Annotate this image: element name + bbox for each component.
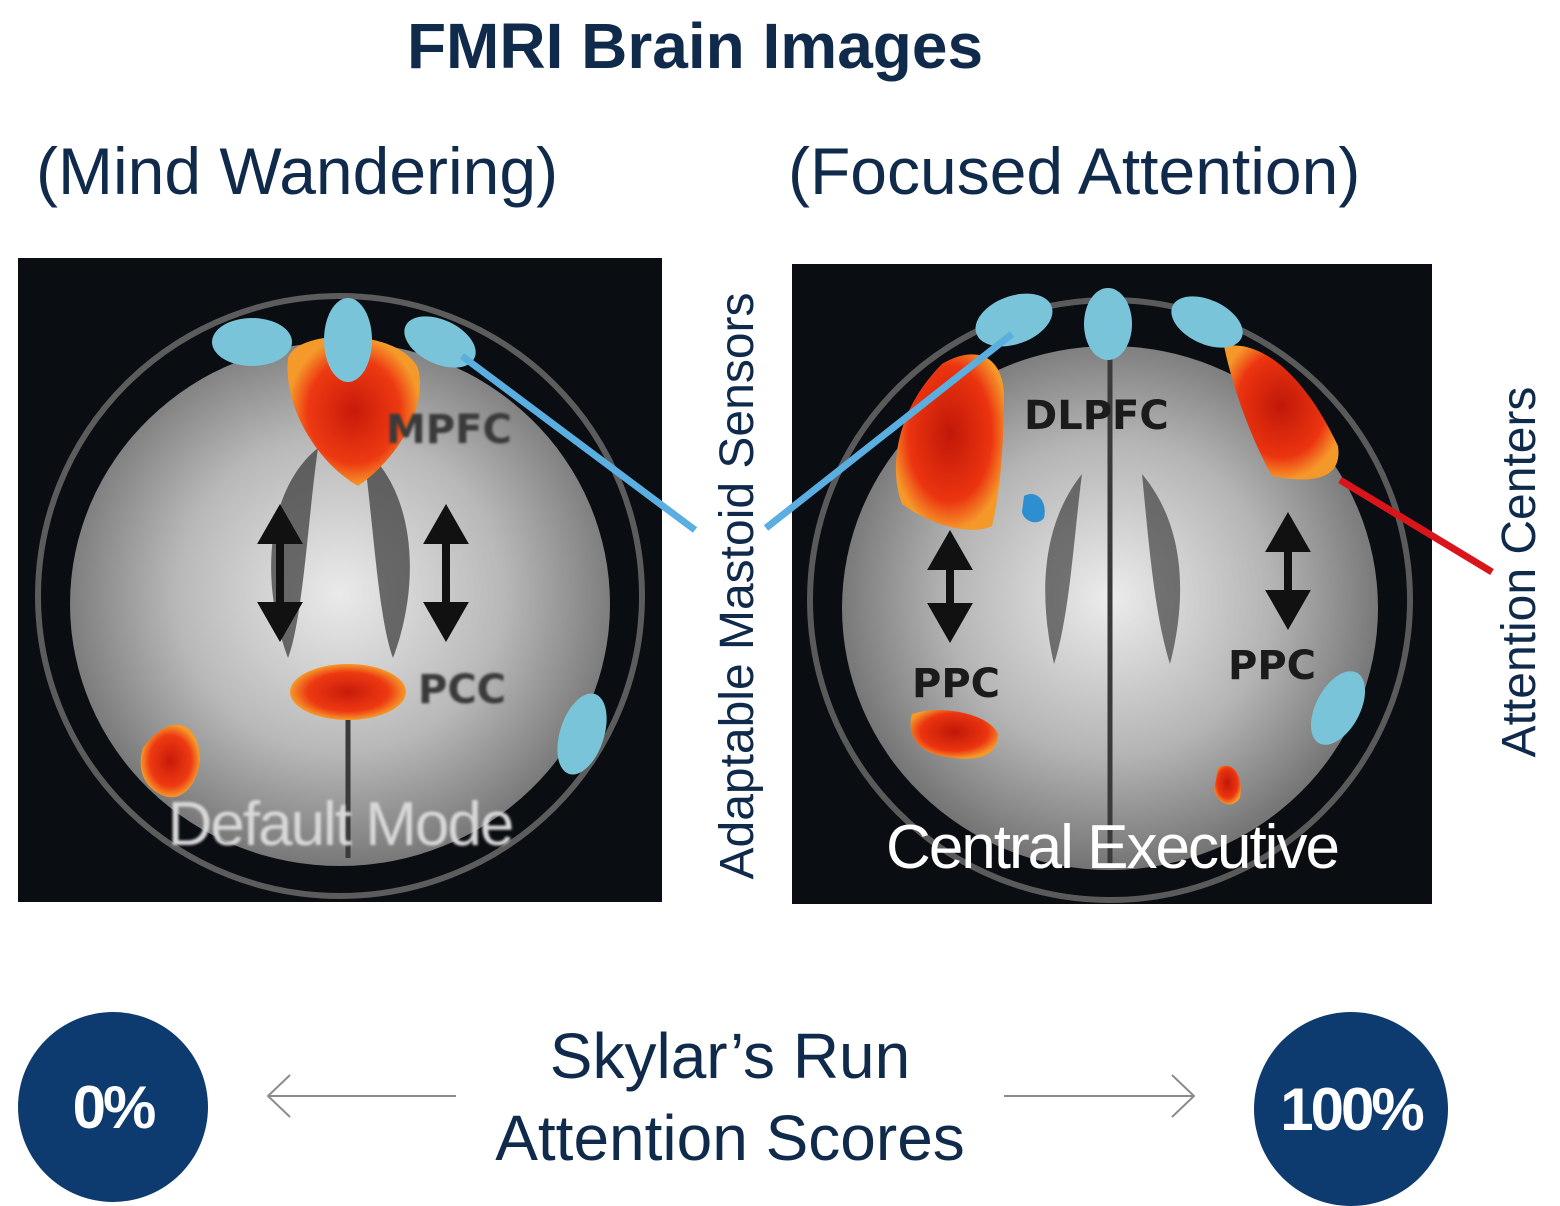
- score-label-line1: Skylar’s Run: [549, 1020, 911, 1092]
- sensor-pad-center: [324, 298, 372, 382]
- sensor-pad-left: [975, 293, 1053, 347]
- score-min-badge: 0%: [18, 1012, 208, 1202]
- focused-attention-subtitle: (Focused Attention): [788, 134, 1361, 208]
- ventricle-left: [1045, 474, 1082, 664]
- sensor-pad-left: [212, 318, 292, 366]
- sensor-pad-mastoid: [1310, 671, 1366, 745]
- region-label-ppc-right: PPC: [1228, 643, 1316, 689]
- ventricle-right: [1142, 474, 1181, 664]
- dlpfc-activation-left: [895, 354, 1004, 530]
- score-max-badge: 100%: [1254, 1012, 1448, 1206]
- parietal-activation-left: [140, 724, 200, 798]
- network-arrow-left: [927, 529, 973, 644]
- page-title: FMRI Brain Images: [406, 10, 984, 82]
- central-executive-brain-scan: DLPFC PPC PPC Central Executive: [792, 264, 1432, 904]
- network-arrow-right: [1265, 511, 1311, 631]
- central-executive-caption: Central Executive: [886, 813, 1340, 882]
- dlpfc-activation-right: [1224, 345, 1339, 480]
- region-label-mpfc: MPFC: [386, 407, 512, 453]
- region-label-dlpfc: DLPFC: [1024, 393, 1169, 439]
- region-label-pcc: PCC: [418, 667, 507, 713]
- default-mode-brain-scan: MPFC PCC Default Mode: [18, 258, 662, 902]
- network-arrow-right: [423, 503, 469, 643]
- mpfc-activation: [287, 336, 420, 486]
- score-label-line2: Attention Scores: [495, 1102, 965, 1174]
- network-arrow-left: [257, 503, 303, 643]
- region-label-ppc-left: PPC: [912, 661, 1000, 707]
- parietal-activation-right: [1214, 765, 1241, 805]
- central-executive-brain-illustration: [807, 288, 1413, 903]
- ventricle-right: [363, 448, 410, 658]
- dlpfc-deactivation: [1022, 494, 1045, 523]
- sensor-pad-center: [1084, 288, 1132, 360]
- pcc-activation: [290, 664, 406, 720]
- attention-centers-label: Attention Centers: [1493, 386, 1546, 758]
- sensor-pad-mastoid: [557, 693, 607, 775]
- mind-wandering-subtitle: (Mind Wandering): [36, 134, 559, 208]
- sensor-pad-right: [404, 316, 476, 368]
- ppc-activation-left: [910, 710, 998, 759]
- skull-outline: [35, 293, 645, 899]
- default-mode-caption: Default Mode: [167, 790, 515, 859]
- mastoid-sensors-label: Adaptable Mastoid Sensors: [711, 292, 764, 880]
- sensor-pad-right: [1171, 296, 1243, 348]
